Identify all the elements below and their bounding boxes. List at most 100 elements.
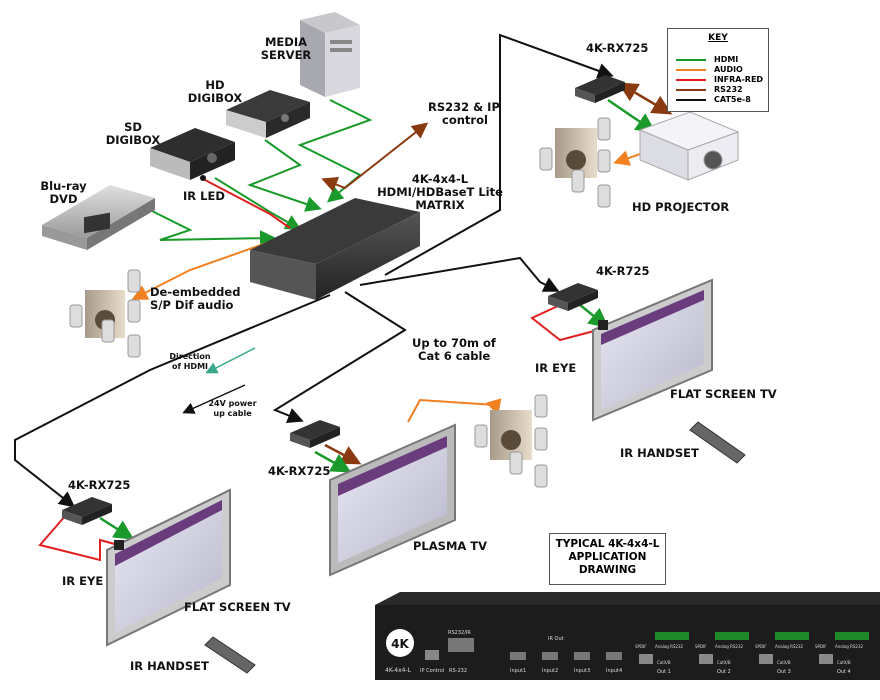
key-title: KEY: [708, 33, 728, 43]
receiver-left: [62, 497, 112, 525]
panel-analog-label: Analog RS232: [715, 644, 744, 649]
panel-hdmi-port: [574, 652, 590, 660]
key-item: INFRA-RED: [676, 75, 766, 84]
panel-analog-label: Analog RS232: [775, 644, 804, 649]
key-item: RS232: [676, 85, 766, 94]
rear-panel: 4K 4K-4x4-L IP Control RS232/IR RS-232 I…: [375, 592, 880, 680]
label-ir-eye-right: IR EYE: [535, 361, 577, 375]
panel-hdmi-port: [606, 652, 622, 660]
label-r725: 4K-R725: [596, 264, 650, 278]
label-rx725-mid: 4K-RX725: [268, 464, 331, 478]
speakers-plasma: [474, 394, 548, 488]
model-text: 4K-4x4-L: [385, 667, 412, 674]
receiver-mid: [290, 420, 340, 448]
label-flat-tv-left: FLAT SCREEN TV: [184, 600, 291, 614]
key-label: CAT5e-8: [714, 95, 751, 104]
sd-digibox: [150, 128, 235, 181]
panel-cat-label: CatX/B: [717, 660, 731, 665]
key-item: CAT5e-8: [676, 95, 766, 104]
key-label: AUDIO: [714, 65, 743, 74]
key-label: RS232: [714, 85, 743, 94]
label-ir-led: IR LED: [183, 189, 225, 203]
speakers-projector: [539, 117, 611, 208]
cables: [14, 33, 673, 562]
key-swatch: [676, 99, 706, 101]
panel-input-label: Input3: [574, 668, 590, 674]
panel-catx-port: [759, 654, 773, 664]
panel-hdmi-port: [542, 652, 558, 660]
label-plasma-tv: PLASMA TV: [413, 539, 488, 553]
rs232top-text: RS232/IR: [448, 630, 471, 636]
bluray-player: [42, 185, 155, 250]
speakers-left: [69, 269, 141, 358]
panel-catx-port: [819, 654, 833, 664]
projector: [638, 111, 740, 181]
panel-output-label: Out 1: [657, 669, 671, 675]
panel-spdif-label: SPDIF: [695, 644, 707, 649]
panel-input-label: Input1: [510, 668, 526, 674]
panel-cat-label: CatX/B: [837, 660, 851, 665]
panel-terminal-block: [835, 632, 869, 640]
panel-output-label: Out 3: [777, 669, 791, 675]
panel-catx-port: [699, 654, 713, 664]
panel-ir-out-label: IR Out: [548, 636, 564, 642]
4k-badge-icon: [386, 629, 414, 657]
rs232-text: RS-232: [449, 668, 467, 674]
hd-digibox: [226, 90, 310, 138]
panel-terminal-block: [715, 632, 749, 640]
key-swatch: [676, 59, 706, 61]
matrix-unit: [250, 198, 420, 300]
panel-analog-label: Analog RS232: [655, 644, 684, 649]
key-swatch: [676, 89, 706, 91]
ipc-text: IP Control: [420, 668, 444, 674]
receiver-projector: [575, 75, 625, 103]
panel-input-label: Input2: [542, 668, 558, 674]
panel-spdif-label: SPDIF: [815, 644, 827, 649]
key-swatch: [676, 69, 706, 71]
badge-text: 4K: [391, 637, 409, 651]
label-hd-projector: HD PROJECTOR: [632, 200, 730, 214]
ir-handset-right-icon: [689, 421, 746, 464]
flat-screen-tv-right: [592, 278, 713, 422]
media-server: [300, 12, 360, 97]
key-item: AUDIO: [676, 65, 766, 74]
label-ir-handset-left: IR HANDSET: [130, 659, 209, 673]
panel-input-label: Input4: [606, 668, 622, 674]
key-label: HDMI: [714, 55, 739, 64]
panel-analog-label: Analog RS232: [835, 644, 864, 649]
label-flat-tv-right: FLAT SCREEN TV: [670, 387, 777, 401]
panel-spdif-label: SPDIF: [755, 644, 767, 649]
panel-hdmi-port: [510, 652, 526, 660]
key-swatch: [676, 79, 706, 81]
panel-spdif-label: SPDIF: [635, 644, 647, 649]
panel-cat-label: CatX/B: [657, 660, 671, 665]
panel-output-label: Out 2: [717, 669, 731, 675]
panel-catx-port: [639, 654, 653, 664]
label-ir-eye-left: IR EYE: [62, 574, 104, 588]
receiver-r725: [548, 283, 598, 311]
key-label: INFRA-RED: [714, 75, 764, 84]
key-item: HDMI: [676, 55, 766, 64]
label-rx725-top: 4K-RX725: [586, 41, 649, 55]
panel-output-label: Out 4: [837, 669, 851, 675]
plasma-tv: [329, 423, 456, 577]
panel-terminal-block: [775, 632, 809, 640]
ir-handset-left-icon: [204, 636, 256, 674]
panel-cat-label: CatX/B: [777, 660, 791, 665]
label-rx725-left: 4K-RX725: [68, 478, 131, 492]
flat-screen-tv-left: [106, 488, 231, 647]
panel-terminal-block: [655, 632, 689, 640]
